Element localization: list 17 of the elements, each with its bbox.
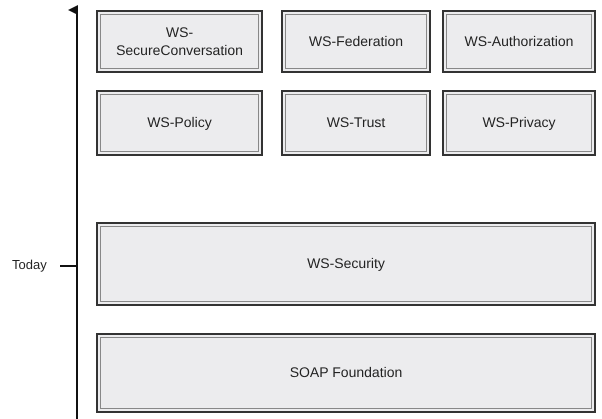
box-label: WS-Privacy	[481, 114, 557, 132]
layer-box	[442, 10, 596, 73]
box-label: WS-Trust	[326, 114, 386, 132]
layer-box	[281, 90, 431, 156]
box-label: WS-SecureConversation	[115, 24, 244, 59]
layer-box	[96, 10, 263, 73]
layer-box	[96, 333, 596, 413]
box-label: WS-Security	[306, 255, 386, 273]
timeline-label: Today	[12, 257, 47, 272]
layer-box	[281, 10, 431, 73]
box-label: WS-Federation	[308, 32, 404, 50]
layer-box	[96, 90, 263, 156]
box-label: WS-Authorization	[464, 32, 574, 50]
box-label: WS-Policy	[146, 114, 213, 132]
layer-box	[442, 90, 596, 156]
box-label: SOAP Foundation	[288, 364, 404, 382]
layer-box	[96, 222, 596, 306]
